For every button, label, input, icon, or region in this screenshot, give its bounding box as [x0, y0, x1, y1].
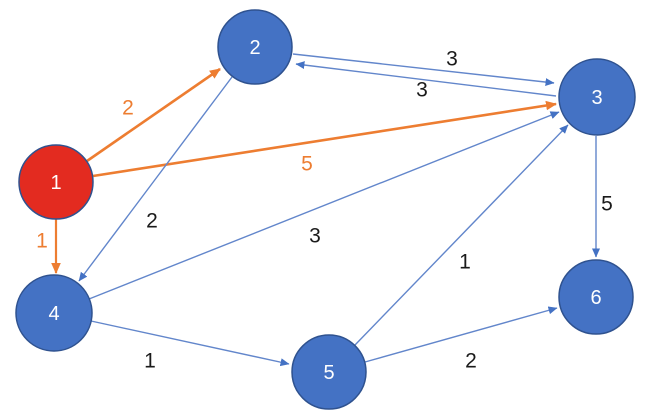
edge-weight-label-1-4: 1 — [36, 230, 48, 253]
edge-weight-label-1-2: 2 — [122, 97, 134, 120]
nodes-layer: 1 2 3 4 5 6 — [15, 9, 636, 410]
node-3[interactable]: 3 — [558, 58, 636, 136]
node-label-4: 4 — [48, 303, 59, 325]
edge-2-3[interactable] — [292, 53, 555, 87]
node-5[interactable]: 5 — [291, 334, 367, 410]
node-label-6: 6 — [590, 287, 601, 309]
node-label-3: 3 — [591, 87, 602, 109]
edge-weight-label-5-6: 2 — [465, 350, 477, 373]
node-4[interactable]: 4 — [15, 274, 93, 352]
edge-5-3[interactable] — [354, 124, 569, 346]
edge-2-4[interactable] — [78, 76, 233, 282]
node-circle-6[interactable] — [558, 259, 634, 335]
edge-4-5[interactable] — [90, 320, 290, 367]
edge-5-6[interactable] — [364, 306, 558, 363]
edge-weight-label-2-4: 2 — [146, 210, 158, 233]
node-2[interactable]: 2 — [217, 9, 293, 85]
edge-weight-label-5-3: 1 — [459, 251, 471, 274]
node-label-5: 5 — [323, 362, 334, 384]
edge-weight-label-4-5: 1 — [144, 350, 156, 373]
node-circle-4[interactable] — [15, 274, 93, 352]
edge-weight-label-3-6: 5 — [601, 193, 613, 216]
node-circle-1[interactable] — [18, 144, 94, 220]
edge-weight-label-4-3: 3 — [309, 225, 321, 248]
node-circle-3[interactable] — [558, 58, 636, 136]
edge-weight-label-3-2: 3 — [416, 79, 428, 102]
edge-1-2[interactable] — [86, 67, 221, 163]
edge-weight-label-2-3: 3 — [446, 48, 458, 71]
edges-layer — [51, 53, 600, 367]
node-label-1: 1 — [50, 172, 61, 194]
node-circle-5[interactable] — [291, 334, 367, 410]
node-label-2: 2 — [249, 37, 260, 59]
node-6[interactable]: 6 — [558, 259, 634, 335]
edge-1-3[interactable] — [92, 100, 557, 178]
node-1[interactable]: 1 — [18, 144, 94, 220]
node-circle-2[interactable] — [217, 9, 293, 85]
edge-3-2[interactable] — [295, 61, 557, 97]
edge-weight-label-1-3: 5 — [301, 153, 313, 176]
edge-4-3[interactable] — [88, 111, 560, 300]
